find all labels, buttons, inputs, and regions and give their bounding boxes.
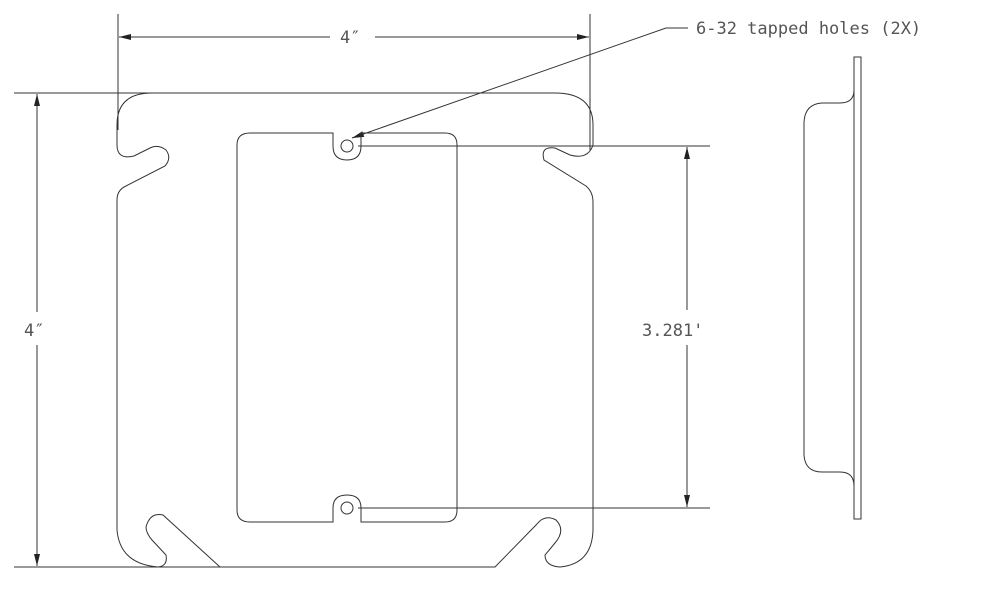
- tapped-hole-top: [340, 139, 354, 153]
- side-view-plate: [853, 56, 862, 520]
- window-opening: [236, 132, 458, 523]
- leader-line: [351, 27, 688, 139]
- callout-label: 6-32 tapped holes (2X): [696, 19, 921, 39]
- height-label: 4″: [24, 321, 44, 341]
- width-dimension: 4″: [117, 14, 591, 150]
- plate-outline: [116, 92, 594, 568]
- height-dimension: 4″: [14, 92, 220, 568]
- width-label: 4″: [340, 28, 360, 48]
- hole-spacing-label: 3.281': [642, 321, 703, 341]
- tapped-hole-bottom: [340, 501, 354, 515]
- side-view-profile: [803, 89, 855, 487]
- hole-spacing-dimension: 3.281': [358, 145, 710, 509]
- side-view: [803, 56, 862, 520]
- hole-callout: 6-32 tapped holes (2X): [351, 19, 921, 139]
